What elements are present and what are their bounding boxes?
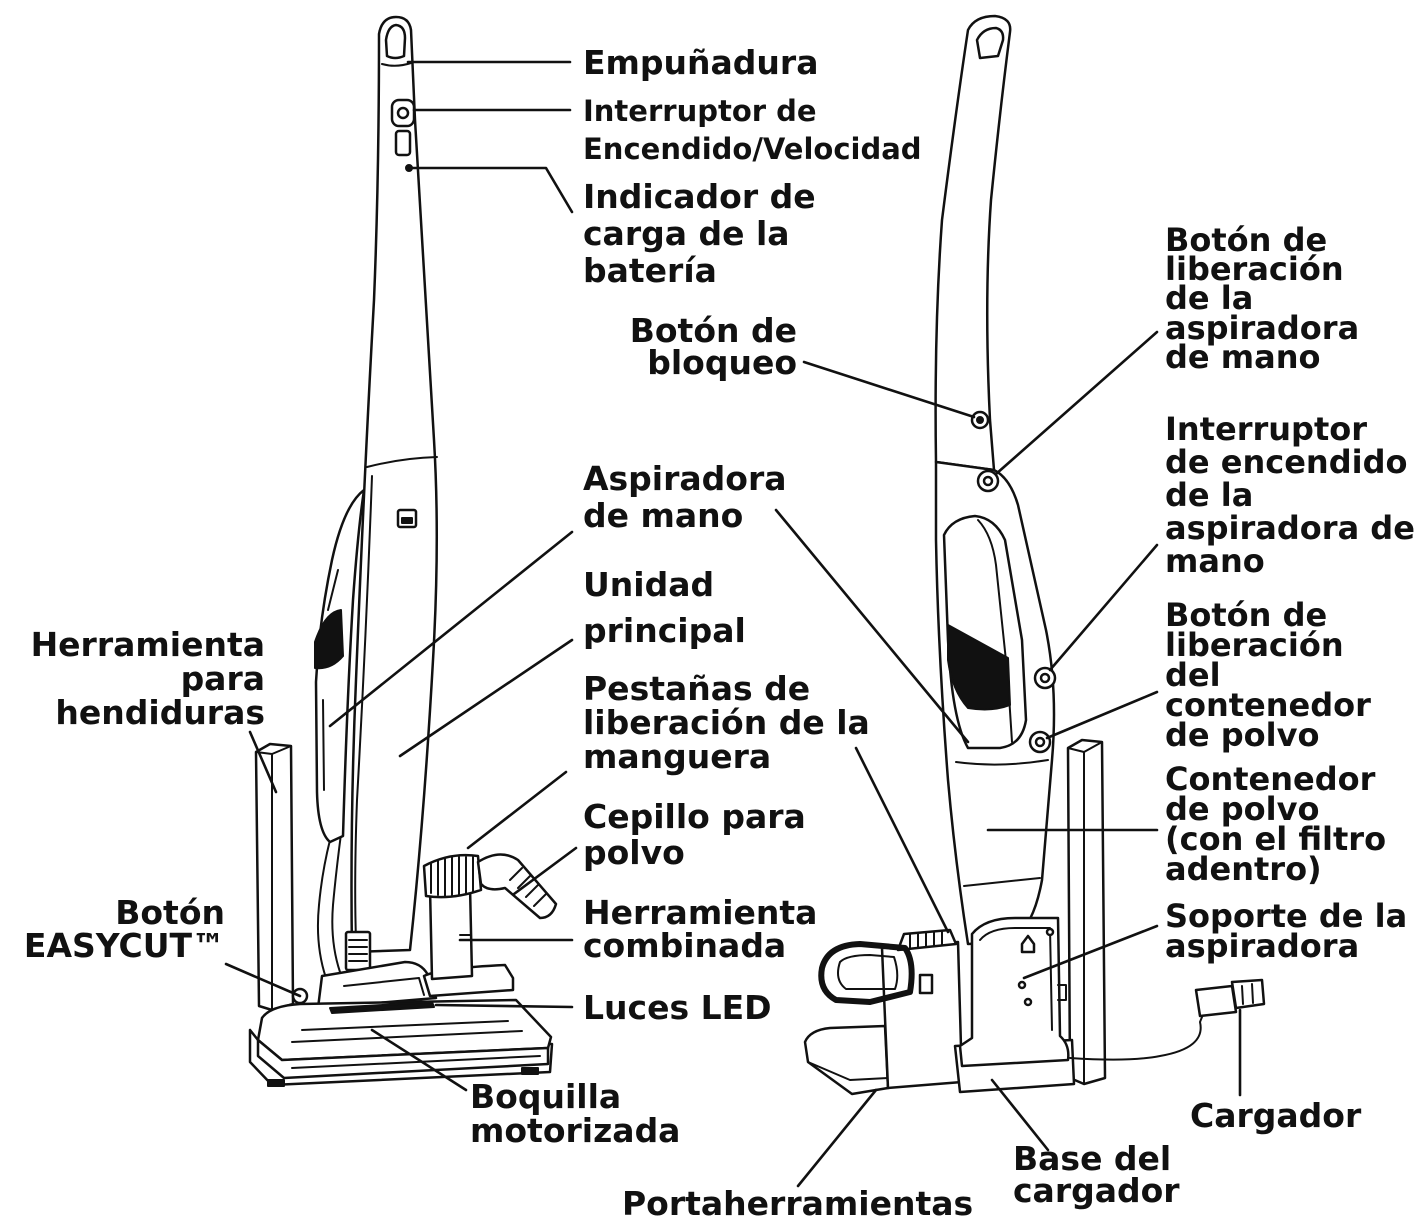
charger-adapter: [1196, 986, 1236, 1016]
led-lights-label: Luces LED: [583, 988, 772, 1027]
power-speed-switch-label-line2: Encendido/Velocidad: [583, 132, 922, 166]
nozzle-foot-left: [268, 1080, 284, 1086]
handheld-power-switch-label-line5: mano: [1165, 542, 1265, 580]
vacuum-stand-label-line2: aspiradora: [1165, 927, 1359, 965]
handheld-vacuum-label-line1: Aspiradora: [583, 459, 787, 498]
switch-knob: [398, 108, 408, 118]
crevice-tool: [256, 744, 293, 1010]
charger-base-label-line2: cargador: [1013, 1171, 1180, 1210]
handheld-power-switch-center: [1041, 674, 1049, 682]
main-unit-label-line2: principal: [583, 611, 746, 650]
hose-release-tabs: [346, 932, 370, 970]
tool-holder: [882, 942, 962, 1088]
tool-holder-label-text: Portaherramientas: [622, 1184, 973, 1223]
combination-tool-body: [430, 886, 472, 979]
handheld-release-button-center: [984, 477, 992, 485]
battery-indicator-label-line3: batería: [583, 251, 717, 290]
lock-button-label-line2: bloqueo: [647, 343, 797, 382]
lock-button-center: [977, 417, 983, 423]
hose-release-tabs-label-line3: manguera: [583, 737, 771, 776]
nozzle-foot-right: [522, 1068, 538, 1074]
stand-screw-low: [1025, 999, 1031, 1005]
grip-opening: [386, 25, 405, 58]
charger-label: Cargador: [1190, 1096, 1362, 1135]
switch-slot: [396, 131, 410, 155]
handheld-release-label-line5: de mano: [1165, 338, 1320, 376]
battery-indicator-label-line2: carga de la: [583, 214, 790, 253]
dusting-brush-label-line1: Cepillo para: [583, 797, 806, 836]
tool-holder-label: [920, 975, 932, 993]
dusting-brush-label-line2: polvo: [583, 833, 685, 872]
battery-indicator-label-line1: Indicador de: [583, 177, 816, 216]
charger-prongs: [1232, 980, 1264, 1008]
dirt-cup-label-line4: adentro): [1165, 850, 1322, 888]
handheld-vacuum-label-line2: de mano: [583, 496, 743, 535]
dirt-cup-release-button-center: [1036, 738, 1044, 746]
right-crevice-tool: [1068, 740, 1105, 1084]
main-unit-label-line1: Unidad: [583, 565, 714, 604]
crevice-tool-label-line3: hendiduras: [55, 693, 265, 732]
stand-screw-top: [1047, 929, 1053, 935]
power-nozzle-label-line2: motorizada: [470, 1111, 680, 1150]
power-speed-switch-label-line1: Interruptor de: [583, 94, 817, 128]
stand-screw-mid: [1019, 982, 1025, 988]
easycut-button-label-line2: EASYCUT™: [24, 926, 225, 965]
grip-label: Empuñadura: [583, 43, 818, 82]
right-grip-opening: [977, 28, 1003, 58]
combination-tool-label-line2: combinada: [583, 926, 786, 965]
logo-badge-mark: [402, 518, 412, 523]
dirt-cup-release-label-line5: de polvo: [1165, 716, 1319, 754]
combination-tool-bristles: [431, 857, 473, 896]
